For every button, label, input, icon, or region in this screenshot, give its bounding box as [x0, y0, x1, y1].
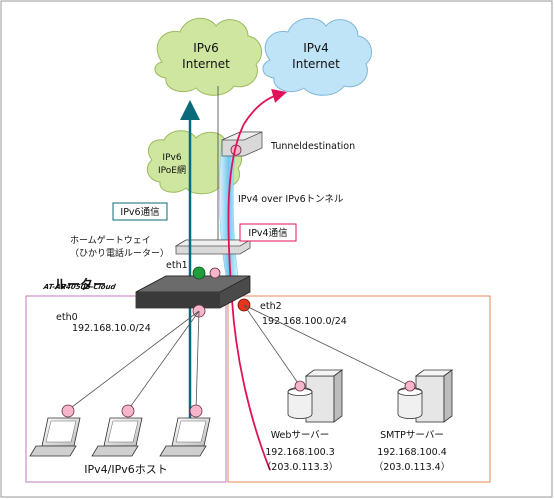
smtp-server-global: （203.0.113.4） — [374, 461, 450, 473]
smtp-server-port — [404, 380, 416, 392]
tunnel-destination-device — [221, 131, 263, 157]
router-title: ルーター — [54, 278, 106, 293]
smtp-server-ip: 192.168.100.4 — [377, 447, 447, 458]
tunnel-interface-port — [209, 267, 221, 279]
web-server-name: Webサーバー — [271, 430, 330, 441]
eth0-label: eth0 — [56, 312, 78, 323]
home-gateway-device — [174, 239, 252, 255]
ipv6-comm-badge: IPv6通信 — [112, 202, 168, 221]
tunnel-destination-label: Tunneldestination — [270, 141, 355, 152]
router-device: AT-AR4050S-Cloud — [42, 275, 251, 309]
ipoe-network-line1: IPv6 — [162, 153, 181, 163]
link-host-3 — [195, 310, 200, 411]
ipv6-comm-label: IPv6通信 — [120, 206, 159, 218]
web-server — [287, 369, 344, 423]
ipv6-internet-cloud: IPv6 Internet — [154, 17, 263, 96]
router-model: AT-AR4050S-Cloud — [42, 282, 117, 291]
eth2-label: eth2 — [260, 301, 282, 312]
host-1-port — [61, 404, 75, 418]
host-laptop-1 — [29, 404, 81, 457]
ipv4-internet-cloud: IPv4 Internet — [262, 17, 373, 96]
ipv4-internet-line2: Internet — [292, 57, 340, 71]
eth2-network: 192.168.100.0/24 — [262, 316, 347, 327]
ipv6-internet-line1: IPv6 — [193, 41, 219, 55]
host-laptop-2 — [91, 404, 143, 457]
ipoe-network-line2: IPoE網 — [158, 164, 186, 176]
hosts-label: IPv4/IPv6ホスト — [84, 463, 167, 476]
lan-box — [25, 295, 227, 483]
server-box — [227, 295, 491, 483]
home-gateway-line2: （ひかり電話ルーター） — [70, 247, 169, 259]
tunnel-label: IPv4 over IPv6トンネル — [238, 194, 344, 205]
link-smtp-server — [243, 304, 411, 387]
ipv4-comm-label: IPv4通信 — [248, 227, 287, 239]
eth0-network: 192.168.10.0/24 — [72, 323, 151, 334]
host-laptop-3 — [159, 404, 211, 457]
eth1-port — [192, 266, 206, 280]
host-2-port — [121, 404, 135, 418]
host-3-port — [189, 404, 203, 418]
link-web-server — [243, 304, 301, 387]
ipv4-traffic-arrow — [227, 89, 287, 471]
smtp-server-name: SMTPサーバー — [380, 430, 444, 441]
eth1-label: eth1 — [166, 260, 188, 271]
ipv6-internet-line2: Internet — [182, 57, 230, 71]
ipv4-comm-badge: IPv4通信 — [239, 223, 297, 242]
link-host-2 — [127, 310, 200, 411]
web-server-port — [294, 380, 306, 392]
smtp-server — [397, 369, 454, 423]
ipv4-internet-line1: IPv4 — [303, 41, 329, 55]
link-host-1 — [67, 310, 200, 411]
web-server-global: （203.0.113.3） — [262, 461, 338, 473]
home-gateway-line1: ホームゲートウェイ — [70, 234, 151, 246]
web-server-ip: 192.168.100.3 — [265, 447, 335, 458]
